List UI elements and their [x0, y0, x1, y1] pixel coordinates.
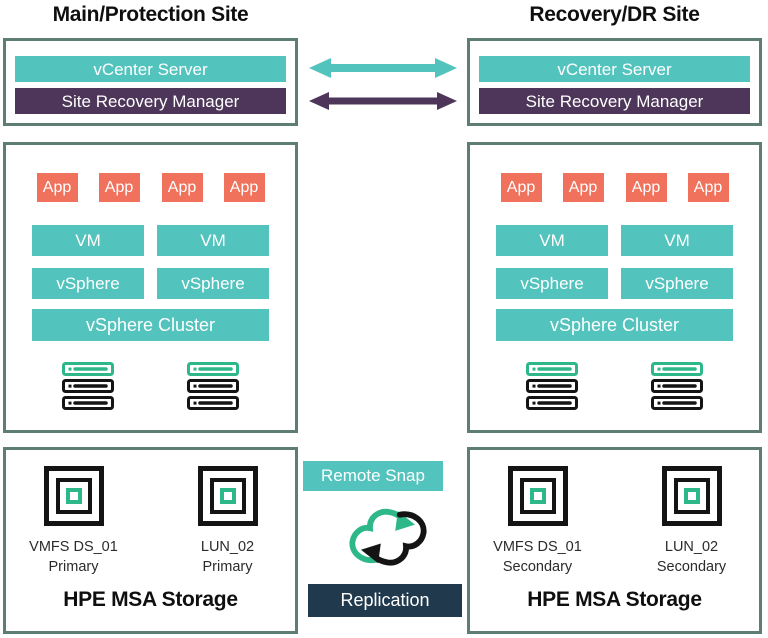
storage-volume-icon — [661, 466, 722, 526]
volume-role: Secondary — [656, 559, 727, 575]
main-apps-row: App App App App — [32, 173, 269, 202]
recovery-apps-row: App App App App — [496, 173, 733, 202]
recovery-storage-box: VMFS DS_01 Secondary LUN_02 Secondary HP… — [467, 447, 762, 634]
main-site-recovery-manager-bar: Site Recovery Manager — [15, 88, 286, 114]
server-rack-icon — [62, 362, 114, 410]
storage-item: LUN_02 Secondary — [636, 466, 748, 577]
storage-item: LUN_02 Primary — [172, 466, 284, 577]
server-rack-icon — [526, 362, 578, 410]
vm-bar: VM — [496, 225, 608, 256]
storage-volume-icon — [507, 466, 568, 526]
vsphere-bar: vSphere — [32, 268, 144, 299]
app-box: App — [36, 173, 78, 202]
volume-name: LUN_02 — [200, 539, 255, 555]
vsphere-bar: vSphere — [157, 268, 269, 299]
recovery-vcenter-server-bar: vCenter Server — [479, 56, 750, 82]
main-vcenter-server-bar: vCenter Server — [15, 56, 286, 82]
vm-bar: VM — [32, 225, 144, 256]
vm-bar: VM — [157, 225, 269, 256]
replication-badge: Replication — [308, 584, 462, 617]
volume-role: Primary — [202, 559, 253, 575]
vsphere-bar: vSphere — [621, 268, 733, 299]
main-storage-box: VMFS DS_01 Primary LUN_02 Primary HPE MS… — [3, 447, 298, 634]
volume-name: VMFS DS_01 — [29, 539, 118, 555]
app-box: App — [98, 173, 140, 202]
main-site-title: Main/Protection Site — [52, 3, 249, 26]
storage-array-title: HPE MSA Storage — [63, 588, 238, 611]
vsphere-cluster-bar: vSphere Cluster — [496, 309, 733, 341]
vsphere-cluster-bar: vSphere Cluster — [32, 309, 269, 341]
volume-role: Secondary — [502, 559, 573, 575]
storage-volume-icon — [197, 466, 258, 526]
storage-item: VMFS DS_01 Secondary — [482, 466, 594, 577]
bidirectional-arrow-icon — [309, 92, 457, 110]
server-rack-icon — [651, 362, 703, 410]
volume-name: LUN_02 — [664, 539, 719, 555]
vsphere-bar: vSphere — [496, 268, 608, 299]
app-box: App — [562, 173, 604, 202]
remote-snap-badge: Remote Snap — [303, 461, 443, 491]
app-box: App — [687, 173, 729, 202]
app-box: App — [500, 173, 542, 202]
recovery-site-recovery-manager-bar: Site Recovery Manager — [479, 88, 750, 114]
storage-array-title: HPE MSA Storage — [527, 588, 702, 611]
server-rack-icon — [187, 362, 239, 410]
recovery-vsphere-cluster-box: App App App App VM VM vSphere vSphere vS… — [467, 142, 762, 433]
recovery-site-management-box: vCenter Server Site Recovery Manager — [467, 38, 762, 126]
volume-name: VMFS DS_01 — [493, 539, 582, 555]
app-box: App — [161, 173, 203, 202]
storage-item: VMFS DS_01 Primary — [18, 466, 130, 577]
recovery-site-title: Recovery/DR Site — [529, 3, 700, 26]
app-box: App — [223, 173, 265, 202]
main-vsphere-cluster-box: App App App App VM VM vSphere vSphere vS… — [3, 142, 298, 433]
storage-volume-icon — [43, 466, 104, 526]
app-box: App — [625, 173, 667, 202]
sync-arrows-icon — [349, 508, 427, 566]
main-site-management-box: vCenter Server Site Recovery Manager — [3, 38, 298, 126]
bidirectional-arrow-icon — [309, 58, 457, 78]
volume-role: Primary — [48, 559, 99, 575]
vm-bar: VM — [621, 225, 733, 256]
